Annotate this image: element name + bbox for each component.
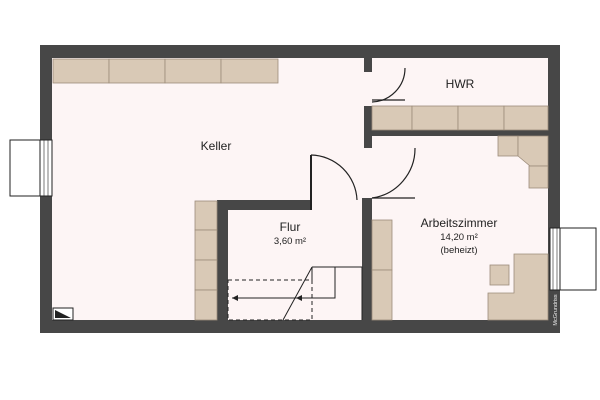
cabinets-hwr <box>371 105 549 131</box>
cabinets-arbeitszimmer-corner <box>497 135 549 189</box>
room-note-arbeitszimmer: (beheizt) <box>441 245 478 256</box>
heating-symbol <box>52 307 74 321</box>
desk <box>487 253 549 321</box>
room-area-arbeitszimmer: 14,20 m² <box>440 232 478 243</box>
floor <box>52 58 548 320</box>
room-label-arbeitszimmer: Arbeitszimmer <box>421 216 498 230</box>
window-right <box>549 227 597 291</box>
cabinets-keller-top <box>52 58 279 84</box>
window-left <box>9 139 53 197</box>
chair <box>489 264 510 286</box>
cabinets-arbeitszimmer-left <box>371 219 393 321</box>
interior-walls <box>217 58 548 320</box>
room-label-keller: Keller <box>201 139 232 153</box>
stairs <box>227 266 363 321</box>
cabinets-keller-side <box>194 200 218 321</box>
room-label-hwr: HWR <box>446 77 475 91</box>
room-label-flur: Flur <box>280 220 301 234</box>
watermark: McGrundriss <box>553 294 559 325</box>
room-area-flur: 3,60 m² <box>274 236 306 247</box>
door-flur[interactable] <box>310 154 358 201</box>
